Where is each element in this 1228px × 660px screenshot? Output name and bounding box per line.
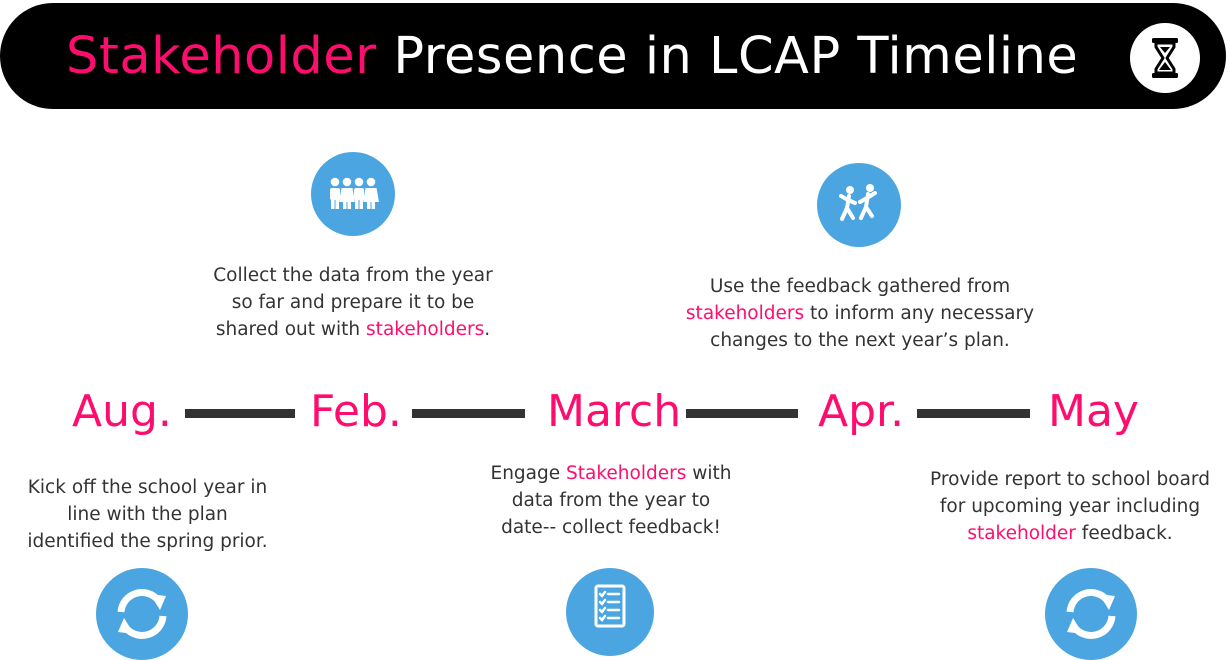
march-line-1: Engage Stakeholders with (455, 460, 767, 487)
timeline-connector-3 (686, 409, 798, 418)
checklist-icon (566, 568, 654, 656)
month-apr: Apr. (818, 386, 905, 437)
may-line-3-post: feedback. (1075, 523, 1173, 544)
month-aug: Aug. (72, 386, 172, 437)
may-line-2: for upcoming year including (939, 496, 1201, 517)
dancing-people-icon (817, 163, 901, 247)
timeline-connector-2 (412, 409, 525, 418)
march-line-2: data from the year to (511, 490, 711, 511)
march-line-1-post: with (686, 463, 732, 484)
month-march: March (547, 386, 682, 437)
timeline-connector-1 (185, 409, 295, 418)
feb-stakeholders-highlight: stakeholders (366, 319, 485, 340)
month-feb: Feb. (310, 386, 402, 437)
refresh-cycle-icon (96, 568, 188, 660)
may-line-1: Provide report to school board (930, 469, 1210, 490)
feb-line-3-pre: shared out with (215, 319, 367, 340)
aug-line-1: Kick off the school year in (27, 477, 268, 498)
may-stakeholder-highlight: stakeholder (967, 523, 1076, 544)
timeline-connector-4 (917, 409, 1030, 418)
title-bar: Stakeholder Presence in LCAP Timeline (0, 3, 1226, 109)
march-description: Engage Stakeholders with data from the y… (455, 460, 767, 541)
may-line-3: stakeholder feedback. (912, 520, 1228, 547)
feb-line-3-post: . (484, 319, 491, 340)
refresh-cycle-icon (1045, 568, 1137, 660)
march-stakeholders-highlight: Stakeholders (566, 463, 687, 484)
feb-description: Collect the data from the year so far an… (178, 262, 528, 343)
feb-line-2: so far and prepare it to be (231, 292, 475, 313)
march-line-3: date-- collect feedback! (501, 517, 721, 538)
apr-line-2: stakeholders to inform any necessary (670, 300, 1050, 327)
march-line-1-pre: Engage (490, 463, 567, 484)
page-title: Stakeholder Presence in LCAP Timeline (66, 17, 1078, 97)
apr-stakeholders-highlight: stakeholders (685, 303, 805, 324)
apr-description: Use the feedback gathered from stakehold… (670, 273, 1050, 354)
apr-line-1: Use the feedback gathered from (709, 276, 1011, 297)
hourglass-icon (1130, 23, 1200, 93)
apr-line-2-post: to inform any necessary (804, 303, 1035, 324)
people-group-icon (311, 152, 395, 236)
month-may: May (1048, 386, 1139, 437)
feb-line-1: Collect the data from the year (213, 265, 493, 286)
title-highlight: Stakeholder (66, 27, 377, 86)
apr-line-3: changes to the next year’s plan. (710, 330, 1010, 351)
title-rest: Presence in LCAP Timeline (376, 27, 1079, 86)
aug-line-3: identified the spring prior. (27, 531, 268, 552)
aug-description: Kick off the school year in line with th… (0, 474, 295, 555)
may-description: Provide report to school board for upcom… (912, 466, 1228, 547)
feb-line-3: shared out with stakeholders. (178, 316, 528, 343)
aug-line-2: line with the plan (67, 504, 228, 525)
